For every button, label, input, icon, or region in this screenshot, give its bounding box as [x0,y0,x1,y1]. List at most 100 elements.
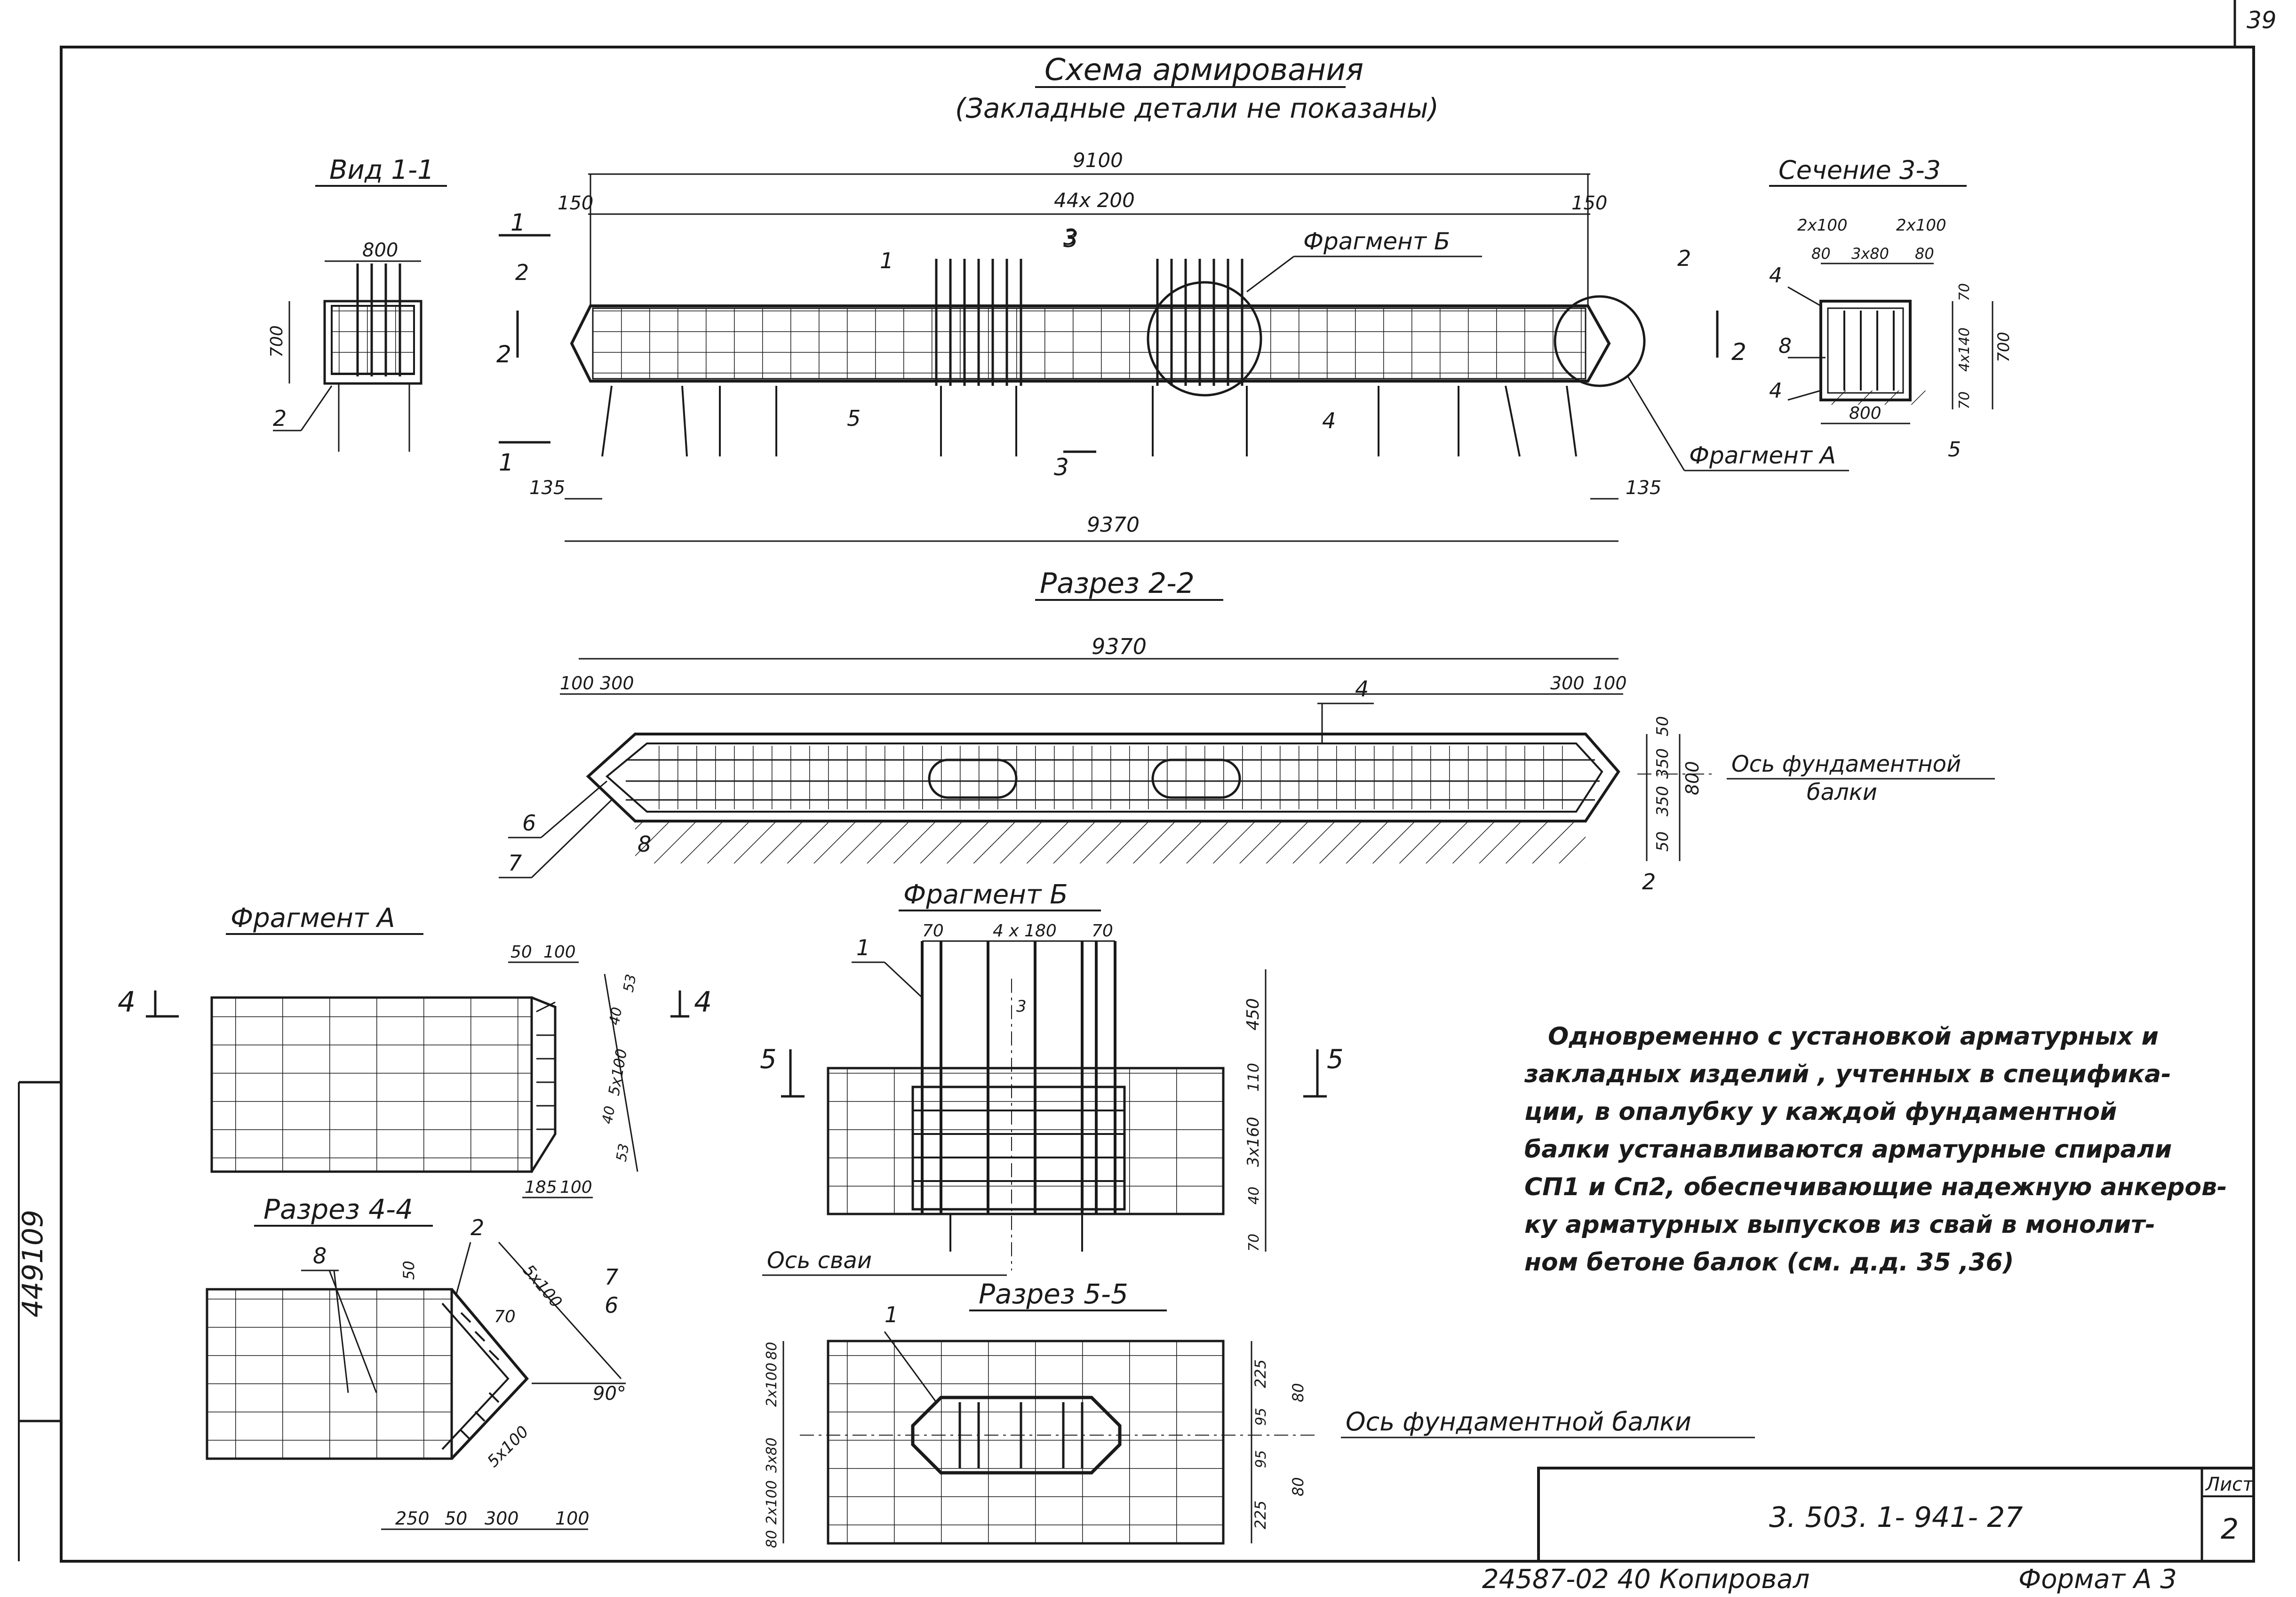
dim-bottom-right: 135 [1626,477,1661,499]
note-line-3: ции, в опалубку у каждой фундаментной [1524,1098,2117,1126]
section-5-5-dim-left-2: 2х100 [764,1363,780,1407]
section-5-5-title: Разрез 5-5 [979,1278,1128,1310]
left-margin-mark: 449109 [16,1210,49,1318]
note-block: Одновременно с установкой арматурных и з… [1524,1022,2227,1277]
section-2-2-callout-4: 4 [1355,676,1369,702]
fragment-a-dim-right-1: 53 [620,973,639,994]
fragment-b-dim-top-3: 70 [1092,921,1113,941]
section-5-5-dim-left-4: 2х100 [764,1480,780,1525]
format-label: Формат А 3 [2018,1564,2177,1595]
fragment-a-dim-right-5: 53 [613,1142,632,1163]
sheet-frame [18,0,2255,1563]
section-4-4-dim-3: 5х100 [519,1261,566,1311]
section-4-4-dim-4: 5х100 [484,1422,533,1471]
copy-note: 24587-02 40 Копировал [1482,1564,1810,1595]
section-4-4: Разрез 4-4 50 70 5х100 5х100 90° 8 2 7 6… [206,1193,626,1530]
fragment-a-mark-right: 4 [694,986,712,1019]
section-4-4-callout-2: 2 [470,1215,484,1240]
fragment-b-dim-right-2: 110 [1244,1063,1262,1092]
page-number: 39 [2247,7,2277,34]
sheet-label: Лист [2205,1474,2254,1495]
section-2-2-dim-side-5: 800 [1682,761,1703,795]
fragment-b-title: Фрагмент Б [903,879,1068,910]
view-1-1-callout: 2 [273,406,287,431]
fragment-a-dim-top-2: 100 [543,942,576,962]
outlet-bars-right [1156,259,1244,386]
callout-3: 3 [1063,224,1077,250]
section-5-5-dim-right-1: 225 [1252,1359,1269,1388]
fragment-a-mark-left: 4 [118,986,136,1019]
main-view: Схема армирования (Закладные детали не п… [496,53,1849,542]
section-3-3-title: Сечение 3-3 [1778,155,1941,185]
section-2-2-callout-6: 6 [522,810,536,836]
document-code: 3. 503. 1- 941- 27 [1769,1501,2023,1534]
fragment-a-title: Фрагмент А [231,903,395,934]
note-line-2: закладных изделий , учтенных в специфика… [1524,1060,2171,1088]
section-4-4-dim-bottom-1: 250 [395,1508,430,1529]
callout-2-right: 2 [1677,246,1691,271]
section-3-3-callout-4-top: 4 [1769,264,1782,287]
section-5-5-dim-left-3: 3х80 [764,1437,780,1473]
section-4-4-callout-8: 8 [313,1243,327,1269]
section-2-2-dim-side-3: 350 [1653,786,1672,816]
view-1-1-title: Вид 1-1 [329,155,434,185]
fragment-a-dim-bottom-1: 185 [525,1178,557,1197]
section-2-2-callout-8: 8 [638,831,651,857]
fragment-a-circle [1554,295,1646,387]
section-5-5: Разрез 5-5 80 2х100 3х80 2х100 80 225 95… [764,1278,1755,1548]
section-3-3-dim-top-2: 2х100 [1896,216,1946,235]
section-3-3-dim-top-4: 3х80 [1851,245,1889,263]
fragment-b-dim-right-3: 3х160 [1244,1117,1263,1167]
section-3-3-dim-right-1: 70 [1956,283,1973,301]
fragment-b-label: Фрагмент Б [1303,228,1450,255]
section-2-2: Разрез 2-2 9370 100 300 300 100 50 350 3… [499,567,1995,894]
section-4-4-title: Разрез 4-4 [263,1193,413,1225]
section-4-4-dim-5: 90° [593,1383,626,1405]
section-2-2-dim-right-1: 300 [1550,673,1585,694]
note-line-6: ку арматурных выпусков из свай в монолит… [1524,1211,2155,1239]
section-3-3-dim-top-3: 80 [1811,245,1831,263]
title-block: 3. 503. 1- 941- 27 Лист 2 [1537,1467,2255,1563]
dim-bottom-overall: 9370 [1087,513,1140,537]
section-3-3-callout-5: 5 [1948,438,1961,462]
section-3-3-dim-top-5: 80 [1915,245,1934,263]
dim-bottom-left: 135 [529,477,565,499]
section-4-4-dim-1: 50 [400,1261,418,1280]
dim-right-offset: 150 [1571,192,1607,214]
section-2-2-axis-label-1: Ось фундаментной [1731,751,1961,777]
section-4-4-dim-2: 70 [494,1307,516,1326]
section-3-3-dim-bottom: 800 [1849,404,1881,423]
section-2-2-dim-overall: 9370 [1092,634,1147,659]
section-mark-1-bottom: 1 [499,449,514,476]
view-1-1-dim-height: 700 [267,325,287,358]
section-2-2-axis-label-2: балки [1807,779,1877,806]
section-2-2-callout-2: 2 [1642,869,1656,894]
sheet-number: 2 [2221,1513,2239,1546]
section-4-4-callout-7: 7 [605,1264,618,1290]
section-4-4-dim-bottom-3: 300 [485,1508,519,1529]
section-3-3-dim-right-2: 4х140 [1956,327,1973,372]
section-3-3-dim-right-4: 700 [1994,332,2013,362]
section-4-4-dim-bottom-2: 50 [445,1508,467,1529]
callout-4: 4 [1322,408,1336,433]
fragment-b-axis-label: Ось сваи [767,1247,872,1274]
section-5-5-dim-far-right-1: 80 [1289,1383,1307,1402]
section-5-5-dim-right-2: 95 [1253,1408,1269,1426]
section-2-2-dim-side-4: 50 [1653,831,1672,852]
dim-overall: 9100 [1073,149,1123,172]
fragment-b-dim-right-1: 450 [1244,998,1263,1030]
fragment-a-dim-right-4: 40 [599,1105,618,1126]
fragment-a: Фрагмент А 50 100 53 40 5х100 40 53 185 … [118,903,712,1198]
section-5-5-dim-right-3: 95 [1253,1450,1269,1468]
section-2-2-dim-left-1: 100 [560,673,594,694]
section-4-4-callout-6: 6 [605,1293,618,1318]
fragment-a-dim-right-2: 40 [606,1006,625,1027]
section-mark-2-right: 2 [1731,338,1746,366]
main-title: Схема армирования [1044,53,1363,88]
fragment-b-circle [1147,281,1262,397]
view-1-1-dim-width: 800 [362,240,398,261]
section-2-2-dim-right-2: 100 [1593,673,1627,694]
section-5-5-dim-far-right-2: 80 [1289,1477,1307,1496]
main-subtitle: (Закладные детали не показаны) [955,92,1439,124]
